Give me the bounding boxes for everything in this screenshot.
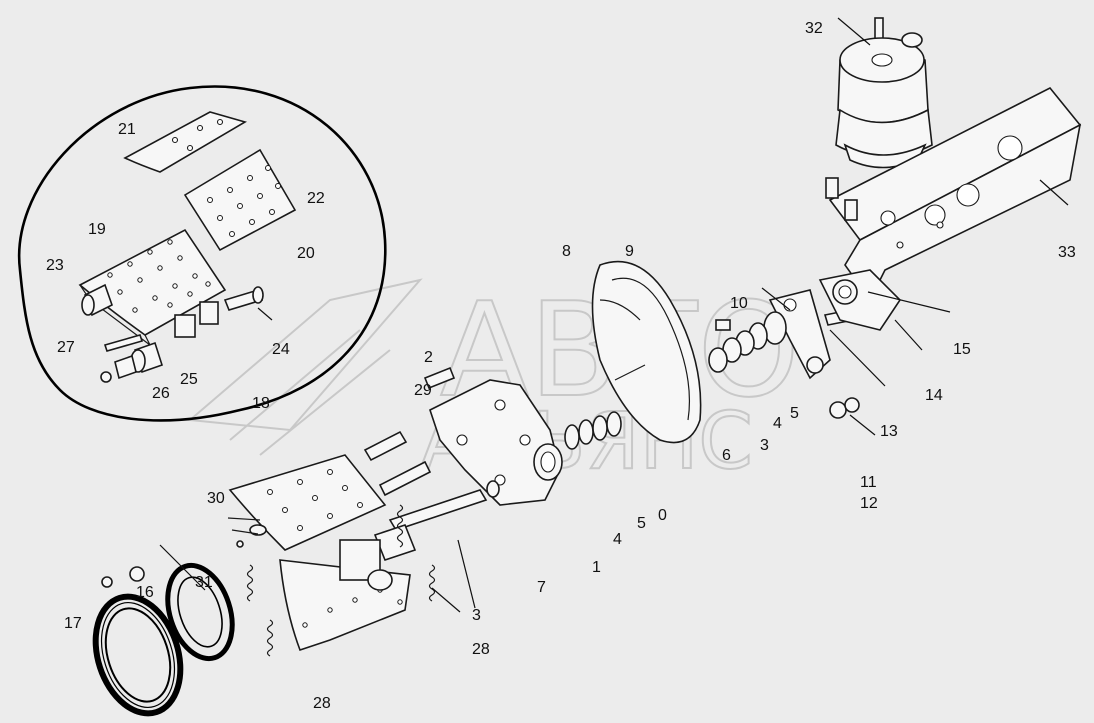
label-3b: 3 [472, 607, 481, 624]
watermark-logo-icon [187, 278, 423, 456]
label-1: 1 [592, 559, 601, 576]
brake-drum-31 [165, 562, 235, 662]
label-30: 30 [207, 490, 225, 507]
axle-24 [223, 286, 264, 311]
label-3a: 3 [760, 437, 769, 454]
label-31: 31 [195, 574, 213, 591]
label-18: 18 [252, 395, 270, 412]
label-10: 10 [730, 295, 748, 312]
brake-chamber-32 [835, 17, 933, 169]
seal-rings [486, 411, 622, 498]
label-16: 16 [136, 584, 154, 601]
label-33: 33 [1058, 244, 1076, 261]
brake-shoe-main [228, 454, 411, 652]
label-24: 24 [272, 341, 290, 358]
label-28a: 28 [472, 641, 490, 658]
callout-labels: 32 33 21 22 20 19 23 27 24 25 26 18 8 9 … [46, 20, 1076, 712]
label-6: 6 [722, 447, 731, 464]
springs [246, 504, 436, 657]
label-4a: 4 [773, 415, 782, 432]
brake-drum-17 [92, 593, 184, 717]
label-32: 32 [805, 20, 823, 37]
label-27: 27 [57, 339, 75, 356]
bracket-33 [828, 86, 1082, 302]
label-14: 14 [925, 387, 943, 404]
label-28b: 28 [313, 695, 331, 712]
bolt-27 [103, 334, 144, 352]
dust-shield-8-9 [591, 260, 702, 444]
label-0: 0 [658, 507, 667, 524]
shoe-19 [78, 228, 227, 346]
pins-29 [363, 366, 456, 497]
label-29: 29 [414, 382, 432, 399]
label-4b: 4 [613, 531, 622, 548]
bushing-26 [100, 354, 137, 383]
label-25: 25 [180, 371, 198, 388]
label-20: 20 [297, 245, 315, 262]
camshaft [373, 489, 488, 561]
label-17: 17 [64, 615, 82, 632]
brake-spider [429, 379, 561, 506]
label-26: 26 [152, 385, 170, 402]
label-5a: 5 [790, 405, 799, 422]
slack-adjuster-15 [818, 269, 902, 331]
label-11: 11 [860, 474, 877, 491]
label-7: 7 [537, 579, 546, 596]
label-12: 12 [860, 495, 878, 512]
lining-21 [123, 111, 248, 173]
label-13: 13 [880, 423, 898, 440]
label-9: 9 [625, 243, 634, 260]
clips-30 [227, 517, 267, 548]
bolt-16 [101, 566, 145, 588]
label-23: 23 [46, 257, 64, 274]
label-22: 22 [307, 190, 325, 207]
label-5b: 5 [637, 515, 646, 532]
camshaft-parts-10 [708, 311, 860, 419]
leader-lines [159, 17, 1069, 613]
lining-20 [183, 148, 297, 252]
label-8: 8 [562, 243, 571, 260]
label-19: 19 [88, 221, 106, 238]
pin-23 [81, 283, 113, 317]
label-21: 21 [118, 121, 136, 138]
detail-outline [17, 85, 387, 422]
label-2: 2 [424, 349, 433, 366]
label-15: 15 [953, 341, 971, 358]
